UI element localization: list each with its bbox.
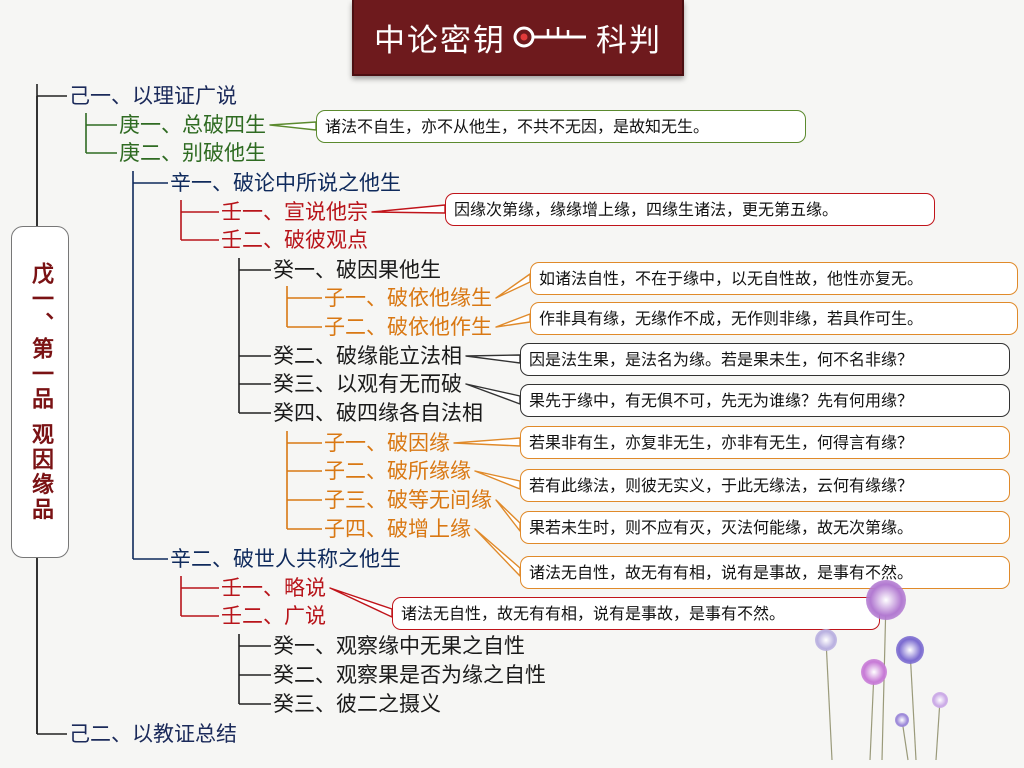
note-pointer-n4 bbox=[495, 313, 531, 328]
flower-bloom bbox=[932, 692, 948, 708]
note-pointer-n7 bbox=[453, 437, 521, 447]
tree-node-geng1: 庚一、总破四生 bbox=[119, 113, 266, 137]
tree-node-gui2a: 癸二、破缘能立法相 bbox=[273, 344, 462, 368]
note-pointer-n11 bbox=[329, 587, 393, 618]
title-right: 科判 bbox=[596, 22, 662, 59]
tree-node-zi1a: 子一、破依他缘生 bbox=[324, 286, 492, 310]
note-pointer-n1 bbox=[269, 121, 317, 131]
tree-node-ren2b: 壬二、广说 bbox=[221, 604, 326, 628]
note-n10: 诸法无自性，故无有有相，说有是事故，是事有不然。 bbox=[520, 556, 1010, 589]
flower-bloom bbox=[895, 713, 909, 727]
tree-node-zi4b: 子四、破增上缘 bbox=[324, 517, 471, 541]
key-icon bbox=[513, 26, 586, 48]
title-left: 中论密钥 bbox=[374, 22, 506, 59]
note-n5: 因是法生果，是法名为缘。若是果未生，何不名非缘？ bbox=[520, 343, 1010, 376]
tree-node-geng2: 庚二、别破他生 bbox=[119, 141, 266, 165]
tree-node-xin2: 辛二、破世人共称之他生 bbox=[170, 547, 401, 571]
tree-node-zi2a: 子二、破依他作生 bbox=[324, 315, 492, 339]
tree-node-zi1b: 子一、破因缘 bbox=[324, 431, 450, 455]
root-label: 戊一、第一品 观因缘品 bbox=[28, 261, 53, 523]
flower-bloom bbox=[866, 580, 906, 620]
tree-node-ji2: 己二、以教证总结 bbox=[69, 722, 237, 746]
note-n1: 诸法不自生，亦不从他生，不共不无因，是故知无生。 bbox=[316, 110, 806, 143]
tree-node-gui4a: 癸四、破四缘各自法相 bbox=[273, 401, 483, 425]
note-pointer-n5 bbox=[465, 354, 521, 364]
note-n9: 果若未生时，则不应有灭，灭法何能缘，故无次第缘。 bbox=[520, 511, 1010, 544]
tree-node-gui1b: 癸一、观察缘中无果之自性 bbox=[273, 634, 525, 658]
note-n3: 如诸法自性，不在于缘中，以无自性故，他性亦复无。 bbox=[530, 262, 1018, 295]
tree-node-zi3b: 子三、破等无间缘 bbox=[324, 488, 492, 512]
flower-bloom bbox=[815, 629, 837, 651]
title-banner: 中论密钥 科判 bbox=[352, 0, 684, 76]
note-n2: 因缘次第缘，缘缘增上缘，四缘生诸法，更无第五缘。 bbox=[445, 193, 935, 226]
note-pointer-n2 bbox=[371, 204, 446, 214]
note-n6: 果先于缘中，有无俱不可，先无为谁缘？先有何用缘？ bbox=[520, 384, 1010, 417]
note-n4: 作非具有缘，无缘作不成，无作则非缘，若具作可生。 bbox=[530, 302, 1018, 335]
tree-node-gui3b: 癸三、彼二之摄义 bbox=[273, 692, 441, 716]
note-pointer-n3 bbox=[495, 273, 531, 299]
tree-node-ren1b: 壬一、略说 bbox=[221, 576, 326, 600]
note-n8: 若有此缘法，则彼无实义，于此无缘法，云何有缘缘？ bbox=[520, 469, 1010, 502]
note-n7: 若果非有生，亦复非无生，亦非有无生，何得言有缘？ bbox=[520, 426, 1010, 459]
tree-node-gui3a: 癸三、以观有无而破 bbox=[273, 372, 462, 396]
tree-node-ji1: 己一、以理证广说 bbox=[69, 84, 237, 108]
tree-node-ren1a: 壬一、宣说他宗 bbox=[221, 200, 368, 224]
root-node: 戊一、第一品 观因缘品 bbox=[11, 226, 69, 558]
flower-bloom bbox=[861, 659, 887, 685]
flower-bloom bbox=[896, 636, 924, 664]
tree-node-xin1: 辛一、破论中所说之他生 bbox=[170, 171, 401, 195]
tree-node-gui2b: 癸二、观察果是否为缘之自性 bbox=[273, 663, 546, 687]
note-pointer-n9 bbox=[495, 499, 521, 532]
tree-node-gui1a: 癸一、破因果他生 bbox=[273, 258, 441, 282]
note-pointer-n10 bbox=[474, 528, 521, 577]
tree-node-zi2b: 子二、破所缘缘 bbox=[324, 459, 471, 483]
note-n11: 诸法无自性，故无有有相，说有是事故，是事有不然。 bbox=[392, 597, 880, 630]
tree-node-ren2a: 壬二、破彼观点 bbox=[221, 228, 368, 252]
